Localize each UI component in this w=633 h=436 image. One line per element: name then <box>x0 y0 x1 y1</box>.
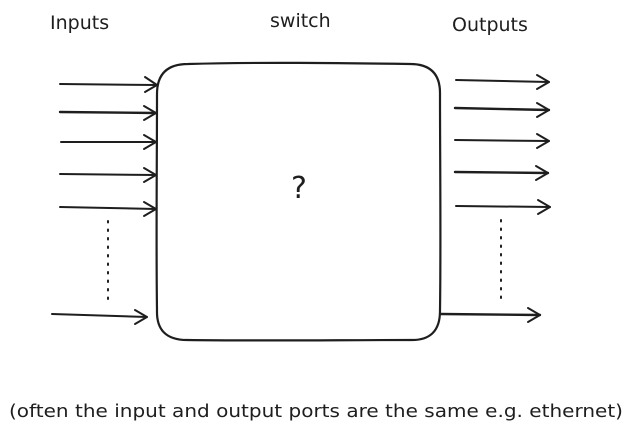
switch-label: switch <box>270 10 331 32</box>
output-arrows <box>439 74 551 323</box>
input-arrows <box>51 76 158 325</box>
input-arrow <box>59 76 158 93</box>
input-arrow <box>59 201 157 217</box>
input-arrow <box>59 167 157 183</box>
output-arrow <box>453 102 551 118</box>
input-arrow <box>51 309 148 325</box>
input-arrow <box>60 134 157 150</box>
output-arrow <box>455 199 551 215</box>
output-arrow <box>454 133 550 149</box>
switch-box <box>155 61 442 342</box>
output-arrow <box>453 165 550 181</box>
unknown-mark: ? <box>291 171 307 206</box>
caption: (often the input and output ports are th… <box>9 402 623 422</box>
output-arrow <box>455 74 550 90</box>
inputs-label: Inputs <box>50 12 109 34</box>
outputs-label: Outputs <box>452 14 528 36</box>
output-arrow <box>439 307 542 323</box>
input-arrow <box>58 105 158 121</box>
